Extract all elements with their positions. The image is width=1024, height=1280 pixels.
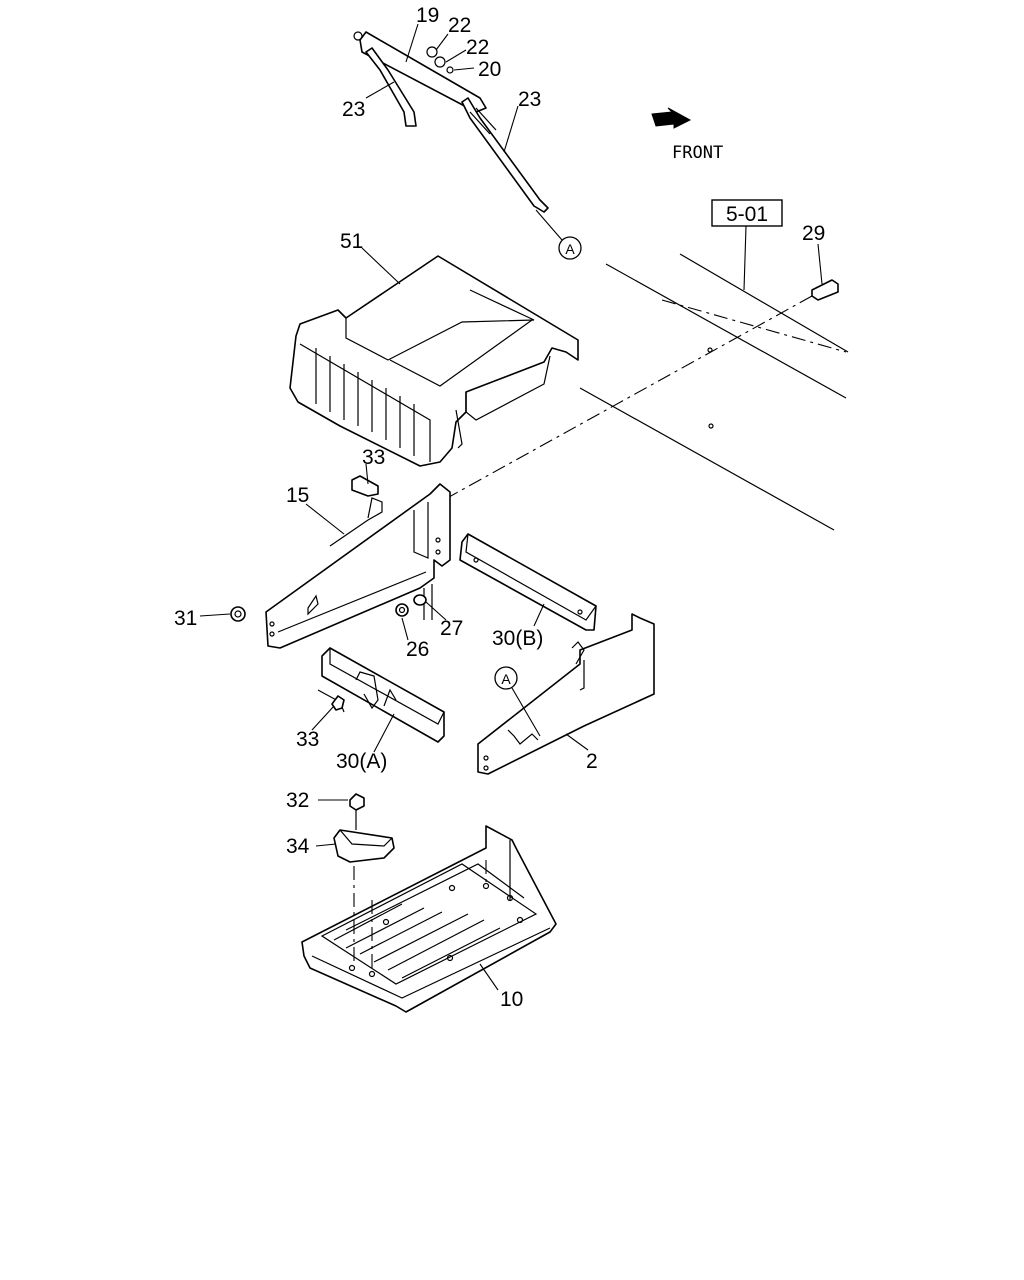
reference-box: 5-01 (711, 199, 783, 291)
marker-a-lower-label: A (501, 671, 511, 687)
washer-27 (413, 594, 427, 606)
front-label: FRONT (672, 143, 723, 163)
marker-a-upper-label: A (565, 241, 575, 257)
callout-labels: 19 22 22 20 23 23 29 51 33 15 31 27 26 3… (174, 4, 825, 1011)
nut-31 (230, 606, 246, 622)
reference-marker-a-lower: A (494, 666, 541, 737)
callout-33: 33 (362, 446, 385, 469)
battery-bracket-15 (265, 483, 451, 649)
callout-22: 22 (448, 14, 471, 37)
callout-15: 15 (286, 484, 309, 507)
nut-26 (395, 603, 409, 617)
callout-32: 32 (286, 789, 309, 812)
leader-lines (199, 23, 823, 991)
reference-box-label: 5-01 (726, 203, 768, 226)
callout-31: 31 (174, 607, 197, 630)
callout-51: 51 (340, 230, 363, 253)
spacer-30a (317, 647, 445, 743)
side-bracket-2 (477, 613, 655, 775)
bolt-32 (349, 793, 365, 830)
callout-26: 26 (406, 638, 429, 661)
callout-10: 10 (500, 988, 523, 1011)
bolt-33-lower (331, 695, 345, 711)
reference-marker-a-upper: A (535, 209, 582, 260)
spacer-30b (459, 533, 597, 631)
front-arrow-icon (651, 107, 692, 129)
callout-20: 20 (478, 58, 501, 81)
callout-30b: 30(B) (492, 627, 543, 650)
callout-23: 23 (518, 88, 541, 111)
battery-cover (289, 255, 579, 467)
callout-33: 33 (296, 728, 319, 751)
callout-29: 29 (802, 222, 825, 245)
clamp-34 (333, 829, 395, 863)
bolt-29 (439, 279, 839, 503)
battery-tray-10 (301, 825, 557, 1013)
frame-rail (579, 253, 849, 531)
callout-22: 22 (466, 36, 489, 59)
callout-23: 23 (342, 98, 365, 121)
callout-2: 2 (586, 750, 598, 773)
callout-30a: 30(A) (336, 750, 387, 773)
front-direction-indicator: FRONT (651, 107, 723, 163)
callout-19: 19 (416, 4, 439, 27)
callout-34: 34 (286, 835, 310, 858)
battery-clamp-assembly (353, 31, 549, 213)
callout-27: 27 (440, 617, 463, 640)
bolt-33-upper (351, 475, 379, 497)
